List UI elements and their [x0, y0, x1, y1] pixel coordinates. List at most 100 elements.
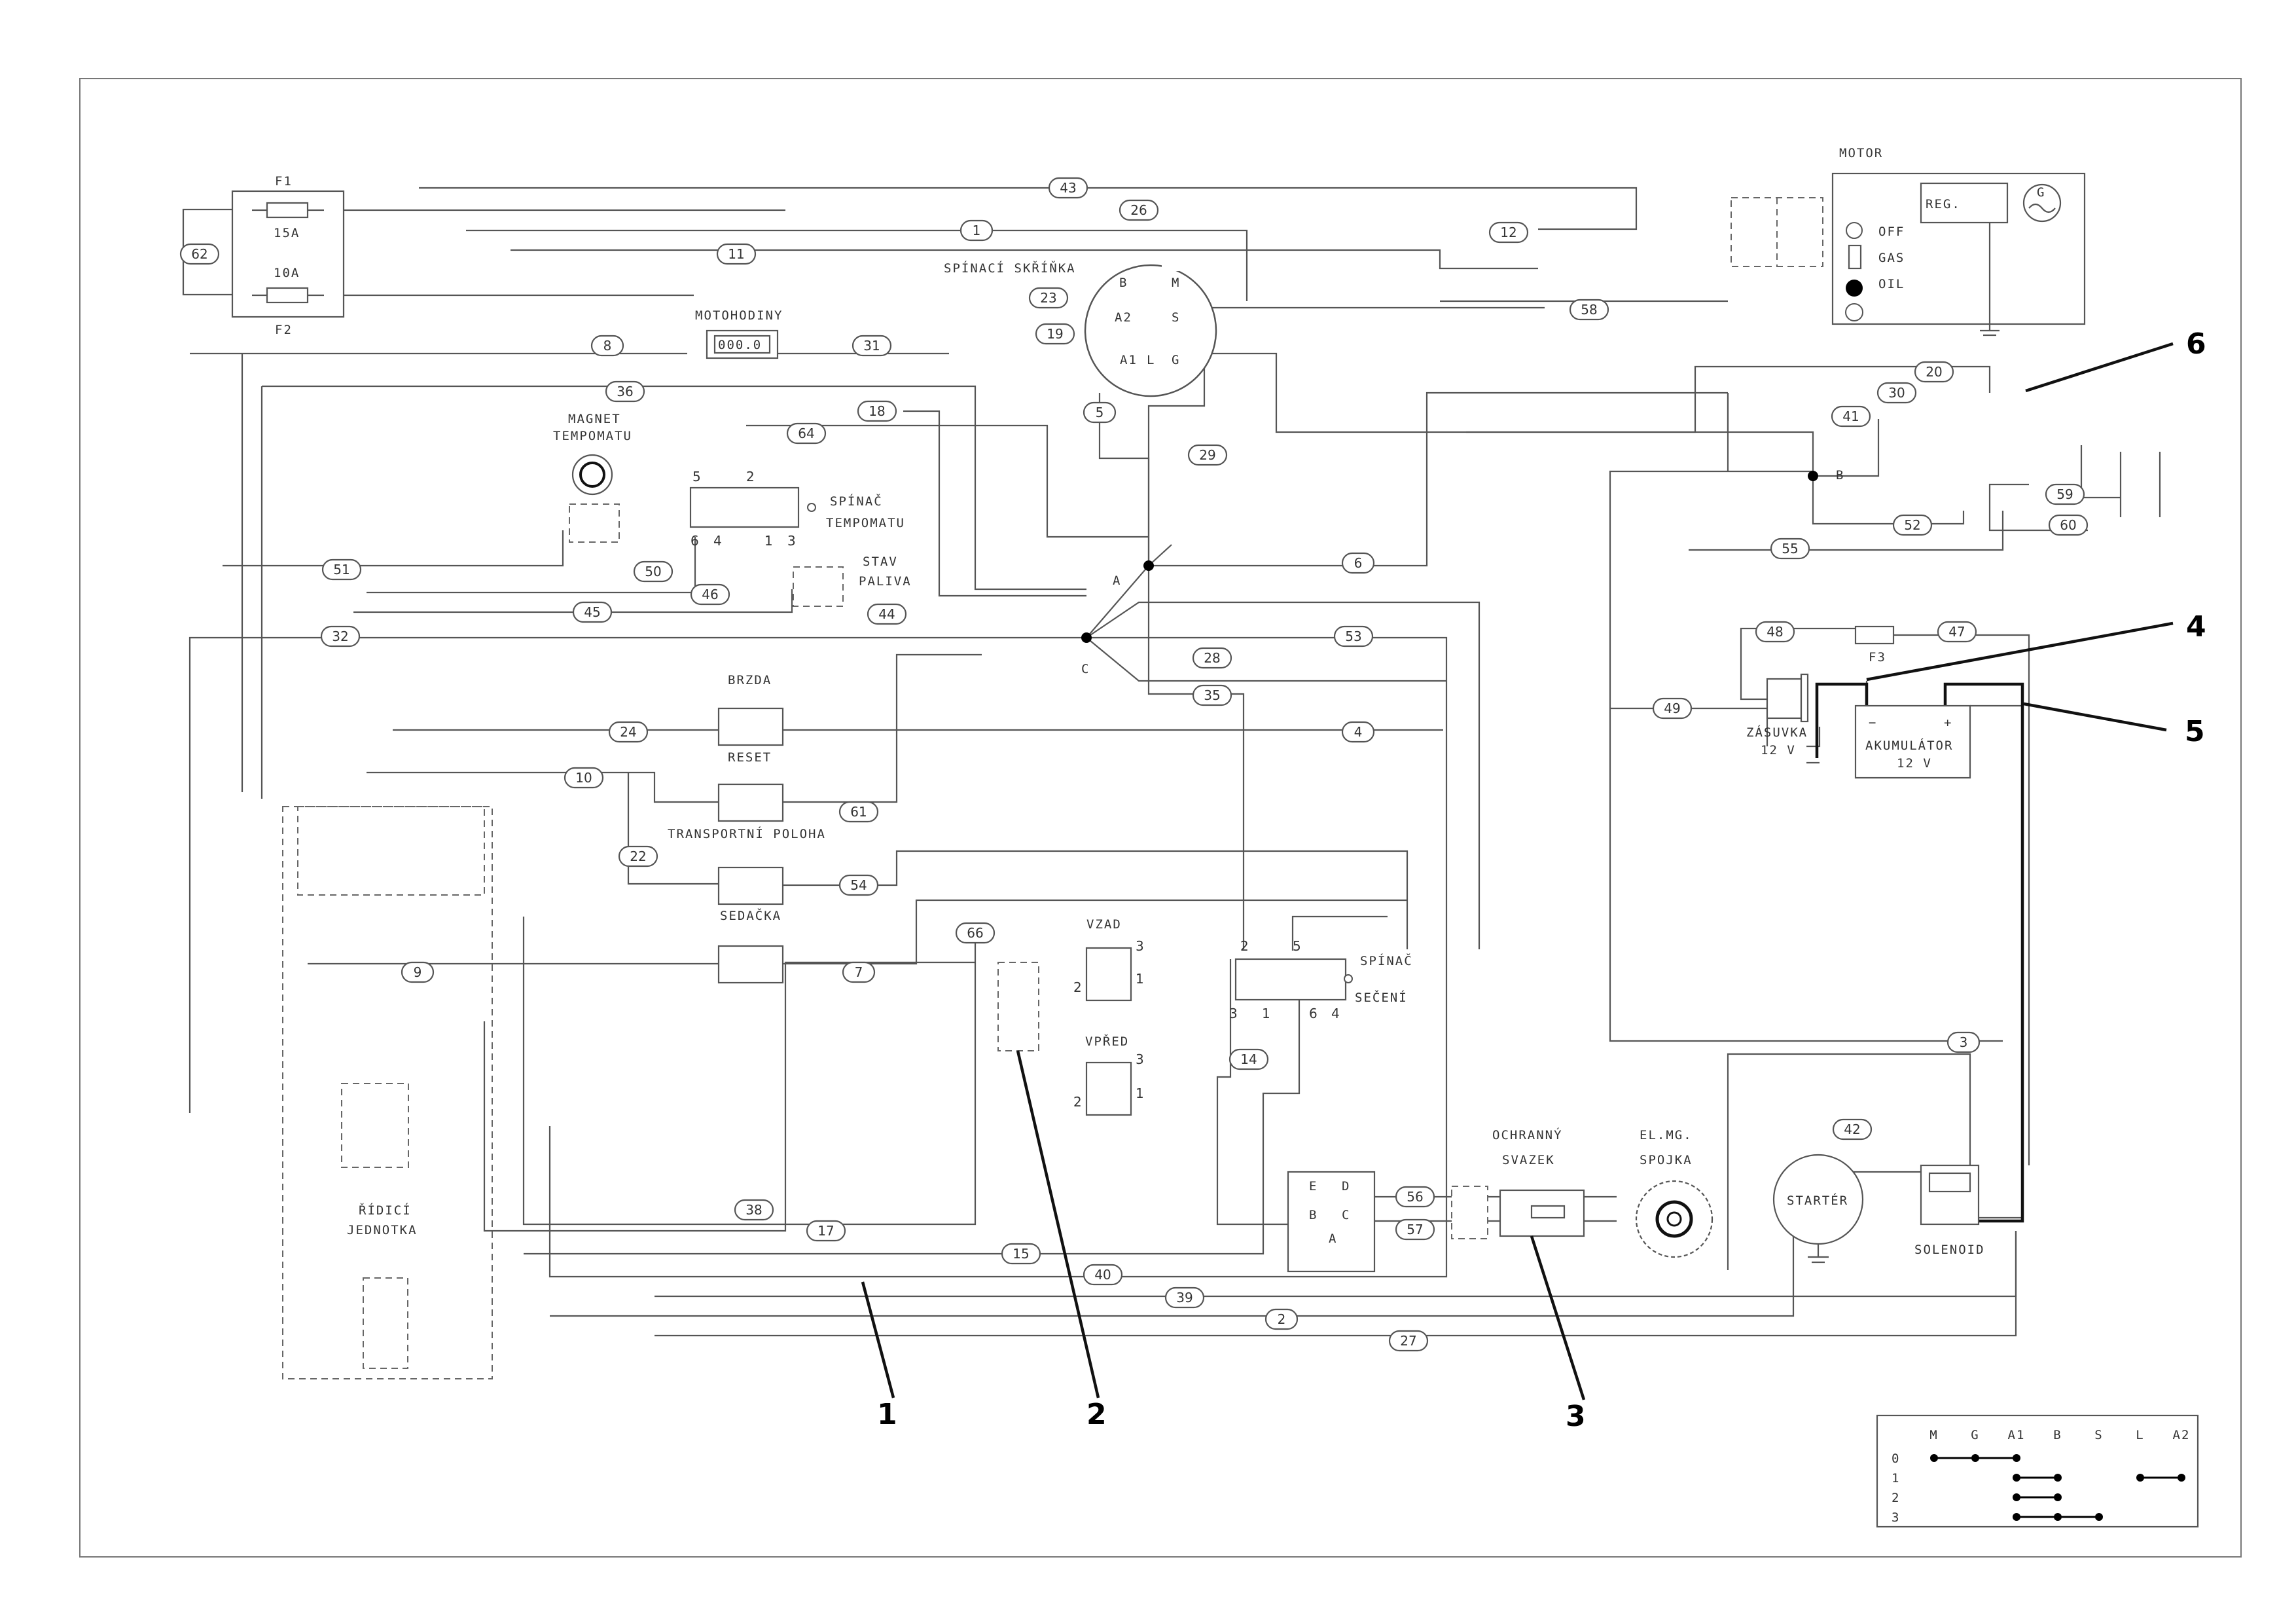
solenoid-label: SOLENOID: [1914, 1243, 1985, 1257]
wire-label-pill: [2045, 483, 2085, 505]
legend-dot: [2095, 1513, 2103, 1521]
wire-path: [1086, 636, 1448, 949]
wire-label: 60: [2060, 517, 2076, 533]
fwd-pin-3: 3: [1136, 1051, 1144, 1067]
wire-label-pill: [1265, 1308, 1299, 1330]
legend-dot: [2054, 1474, 2062, 1482]
wire-label-pill: [1892, 514, 1933, 536]
wire-path: [548, 949, 1448, 1278]
wire-label-pill: [1083, 401, 1117, 424]
fuel-gauge: STAV PALIVA: [793, 555, 912, 607]
wire-label-pill: [1770, 538, 1810, 560]
legend-dot: [2136, 1474, 2144, 1482]
wire-label-pill: [320, 625, 361, 647]
wire-label: 62: [191, 246, 207, 262]
cs-line1: SPÍNAČ: [830, 493, 883, 509]
fuse-f2-rating: 10A: [274, 266, 300, 280]
wire-label: 55: [1782, 541, 1798, 556]
wire-label-pill: [716, 243, 757, 265]
wire-label-pill: [1048, 177, 1088, 199]
wire-path: [241, 354, 263, 799]
ms-line2: SEČENÍ: [1355, 989, 1408, 1005]
rev-pin-1: 1: [1136, 971, 1144, 987]
callout-3: 3: [1566, 1400, 1586, 1433]
conn-e: E: [1309, 1179, 1318, 1194]
wire-label-pill: [1946, 1031, 1981, 1053]
legend-row: 1: [1892, 1471, 1900, 1486]
wire-label: 43: [1060, 180, 1076, 196]
wire-label: 51: [333, 562, 350, 577]
rev-pin-2: 2: [1073, 979, 1082, 995]
wire-label-pill: [321, 558, 362, 581]
wire-label: 20: [1926, 364, 1942, 380]
wire-label-pill: [806, 1220, 846, 1242]
battery-minus: −: [1869, 716, 1877, 730]
wire-label-pill: [1831, 405, 1871, 428]
wire-label: 11: [728, 246, 744, 262]
wire-label-pill: [1876, 382, 1917, 404]
wire-path: [1086, 544, 1172, 638]
wire-label: 15: [1013, 1246, 1029, 1262]
wire-label: 58: [1581, 302, 1597, 318]
wire-label: 30: [1888, 385, 1905, 401]
clutch-line1: EL.MG.: [1640, 1128, 1693, 1142]
legend-dot: [2178, 1474, 2185, 1482]
wire-label-pill: [1395, 1218, 1435, 1241]
clutch-line2: SPOJKA: [1640, 1153, 1693, 1167]
terminal-g: G: [1172, 353, 1180, 367]
cruise-switch: 5 2 6 4 1 3 SPÍNAČ TEMPOMATU: [689, 469, 904, 549]
node-b: B: [1836, 468, 1844, 483]
legend-row: 3: [1892, 1510, 1900, 1525]
control-unit-line2: JEDNOTKA: [347, 1223, 418, 1237]
wire-path: [419, 187, 1638, 230]
seat-brake-switches: BRZDA RESET TRANSPORTNÍ POLOHA SEDAČKA: [668, 673, 825, 984]
wire-label: 28: [1204, 650, 1220, 666]
legend-dot: [2013, 1454, 2020, 1462]
magnetic-clutch: EL.MG. SPOJKA: [1635, 1128, 1713, 1258]
wire-label-pill: [1187, 444, 1228, 466]
wire-label-pill: [1395, 1186, 1435, 1208]
terminal-a2: A2: [1115, 310, 1132, 325]
legend-dot: [2013, 1493, 2020, 1501]
wire-label: 27: [1400, 1333, 1416, 1349]
node-a: A: [1113, 574, 1121, 588]
wire-label: 4: [1354, 724, 1363, 740]
wire-label-pill: [564, 767, 604, 789]
clutch-connector: E D B C A: [1287, 1171, 1376, 1273]
wire-label-pill: [1333, 625, 1374, 647]
wire-path: [483, 961, 975, 1232]
legend-column: S: [2094, 1428, 2103, 1442]
wire-label: 24: [620, 724, 636, 740]
battery-minus-cable: [1815, 682, 1869, 758]
motor-gas-label: GAS: [1878, 251, 1905, 265]
wire-label: 61: [850, 804, 867, 820]
wire-label-pill: [572, 601, 613, 623]
wire-path: [262, 385, 1086, 591]
wire-path: [182, 208, 232, 296]
wire-label-pill: [1192, 684, 1232, 706]
fuel-line2: PALIVA: [859, 574, 912, 589]
wire-label: 29: [1199, 447, 1215, 463]
wire-label-pill: [1083, 1264, 1123, 1286]
wire-path: [1727, 1053, 1971, 1270]
wire-label-pill: [960, 219, 994, 242]
wire-label-pill: [867, 603, 907, 625]
legend-column: L: [2136, 1428, 2144, 1442]
wire-label-pill: [618, 845, 658, 867]
wire-label: 5: [1096, 405, 1104, 420]
forward-label: VPŘED: [1085, 1034, 1129, 1049]
fuse-f1-rating: 15A: [274, 226, 300, 240]
wire-path: [524, 998, 1300, 1255]
wire-label-pill: [179, 243, 220, 265]
legend-dot: [2054, 1513, 2062, 1521]
wire-path: [353, 589, 793, 613]
hour-meter-label: MOTOHODINY: [695, 308, 783, 323]
wire-label: 56: [1407, 1189, 1423, 1205]
wire-path: [746, 424, 1149, 538]
conn-d: D: [1342, 1179, 1350, 1194]
legend-column: G: [1971, 1428, 1979, 1442]
wire-label-pill: [1488, 221, 1529, 244]
